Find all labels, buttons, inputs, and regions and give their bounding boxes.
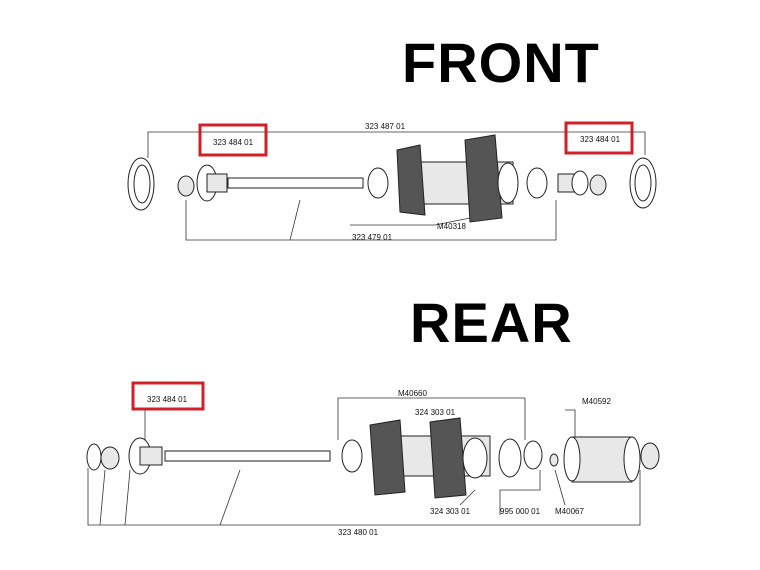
front-label-top: 323 487 01 xyxy=(365,122,406,131)
rear-diagram: 323 484 01 M40660 324 303 01 324 303 01 … xyxy=(86,381,660,537)
rear-washer xyxy=(549,453,559,467)
rear-axle-leader xyxy=(219,469,241,526)
front-left-end-cap-inner xyxy=(133,164,151,204)
front-hub-end xyxy=(497,162,519,204)
rear-right-bearing xyxy=(523,440,543,470)
front-hub-left-flange xyxy=(396,144,426,216)
front-hub-right-flange xyxy=(464,134,503,223)
rear-nut-leader xyxy=(99,469,106,526)
rear-washer-leader xyxy=(554,469,566,506)
front-label-hub: M40318 xyxy=(437,222,466,231)
rear-right-nut xyxy=(640,442,660,470)
rear-label-washer: M40067 xyxy=(555,507,584,516)
rear-left-adjuster-body xyxy=(139,446,163,466)
rear-highlight-left xyxy=(131,381,205,411)
rear-hub-right-flange xyxy=(429,417,467,499)
rear-freehub-body xyxy=(571,436,633,483)
rear-label-hub-top: M40660 xyxy=(398,389,427,398)
rear-freehub-left xyxy=(563,436,581,482)
rear-pawl-bottom-leader xyxy=(459,489,476,506)
front-highlight-right xyxy=(564,121,634,155)
front-highlight-left xyxy=(198,123,268,157)
rear-label-axle: 323 480 01 xyxy=(338,528,379,537)
rear-freehub-leader xyxy=(565,409,576,440)
front-axle-leader xyxy=(289,199,301,241)
rear-label-pawl-bottom: 324 303 01 xyxy=(430,507,471,516)
front-right-nut xyxy=(589,174,607,196)
rear-bottom-leader xyxy=(87,468,641,526)
rear-hub-top-leader xyxy=(337,397,526,440)
front-diagram: 323 487 01 323 484 01 323 484 01 M40318 … xyxy=(127,121,657,242)
front-left-nut xyxy=(177,175,195,197)
front-heading: FRONT xyxy=(402,31,600,94)
rear-hub-driver xyxy=(462,437,488,479)
rear-left-end-cap xyxy=(86,443,102,471)
front-right-bearing xyxy=(526,167,548,199)
rear-bearing-ring xyxy=(498,438,522,478)
front-left-adjuster-body xyxy=(206,173,228,193)
rear-label-bearing: 995 000 01 xyxy=(500,507,541,516)
rear-left-bearing xyxy=(341,439,363,473)
front-right-end-cap-inner xyxy=(634,164,652,202)
front-right-adjuster xyxy=(571,170,589,196)
front-left-bearing xyxy=(367,167,389,199)
front-bottom-leader xyxy=(185,200,557,241)
rear-hub-left-flange xyxy=(369,419,406,496)
front-axle xyxy=(227,177,364,189)
front-label-highlight-right: 323 484 01 xyxy=(580,135,621,144)
rear-axle xyxy=(164,450,331,462)
front-label-axle: 323 479 01 xyxy=(352,233,393,242)
rear-label-pawl-top: 324 303 01 xyxy=(415,408,456,417)
front-top-leader xyxy=(147,131,646,158)
rear-adjuster-leader xyxy=(124,469,131,526)
rear-label-freehub: M40592 xyxy=(582,397,611,406)
rear-left-nut xyxy=(100,446,120,470)
rear-heading: REAR xyxy=(410,291,573,354)
front-label-highlight-left: 323 484 01 xyxy=(213,138,254,147)
rear-bearing-leader xyxy=(499,470,541,515)
rear-freehub-right xyxy=(623,436,641,482)
rear-label-highlight-left: 323 484 01 xyxy=(147,395,188,404)
